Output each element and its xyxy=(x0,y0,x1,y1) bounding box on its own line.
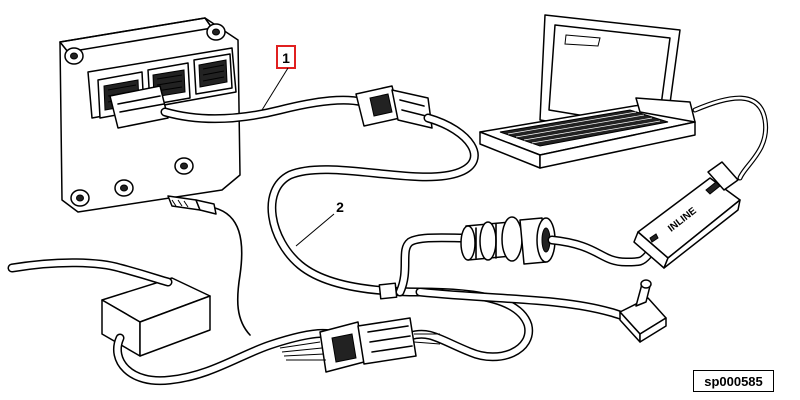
laptop-computer xyxy=(479,14,696,169)
inline-adapter: INLINE xyxy=(633,161,741,269)
toggle-switch xyxy=(619,279,667,343)
figure-id-label: sp000585 xyxy=(693,370,774,392)
cable-1 xyxy=(160,95,367,124)
adapter-cable xyxy=(547,235,653,267)
callout-2: 2 xyxy=(295,199,344,247)
alligator-clip xyxy=(167,195,251,336)
engine-control-module xyxy=(59,17,241,213)
svg-text:2: 2 xyxy=(336,199,344,215)
laptop-cable xyxy=(692,95,769,181)
callout-1: 1 xyxy=(261,45,296,111)
power-cable xyxy=(7,258,335,386)
inline-harness-connector xyxy=(355,85,433,129)
svg-text:1: 1 xyxy=(282,50,290,66)
circular-connector xyxy=(460,216,556,265)
harness-connector-lower xyxy=(279,317,441,373)
ecm-mounting-holes xyxy=(64,23,226,207)
power-supply-box xyxy=(101,277,211,357)
